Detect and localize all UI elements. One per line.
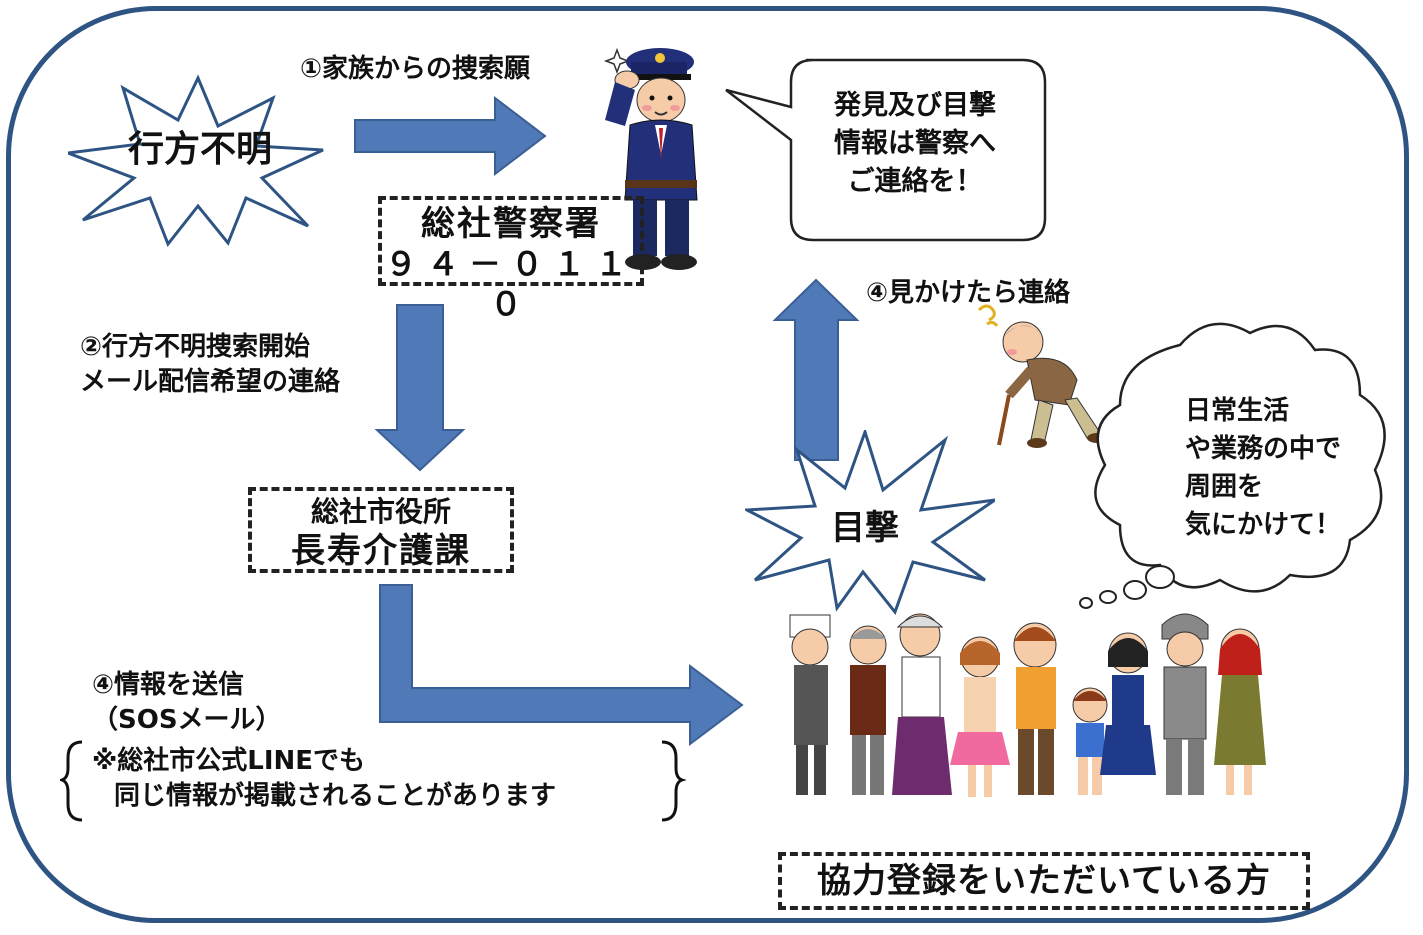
police-speech-bubble-shape: [725, 58, 1047, 242]
speech-line-3: ご連絡を！: [847, 166, 983, 197]
thought-cloud-shape: [1079, 322, 1386, 609]
arrow-city-to-cooperators: [379, 584, 744, 746]
missing-burst-label: 行方不明: [127, 129, 272, 170]
police-station-box: 総社警察署 ９４－０１１０: [378, 196, 644, 323]
speech-line-1: 発見及び目撃: [834, 90, 996, 121]
cloud-line-3: 周囲を: [1185, 472, 1264, 502]
step1-search-request-label: ①家族からの捜索願: [300, 54, 531, 84]
cloud-line-2: や業務の中で: [1185, 434, 1342, 464]
step2-line-2: メール配信希望の連絡: [80, 367, 341, 397]
wandering-elderly-person-icon: [977, 304, 1107, 448]
rounded-frame: [6, 6, 1409, 923]
step4-report-sighting-label: ④見かけたら連絡: [866, 278, 1071, 308]
arrow-missing-to-police: [354, 95, 547, 177]
arrow-police-to-city: [374, 304, 466, 472]
cloud-line-4: 気にかけて！: [1185, 510, 1342, 540]
city-office-box: 総社市役所 長寿介護課: [248, 487, 514, 573]
send-line-1: ④情報を送信: [92, 670, 245, 700]
speech-line-2: 情報は警察へ: [834, 128, 996, 159]
person-chef: [789, 614, 831, 795]
step2-search-start-label: ②行方不明捜索開始 メール配信希望の連絡: [80, 330, 340, 400]
line-note-text: ※総社市公式LINEでも 同じ情報が掲載されることがあります: [92, 744, 556, 814]
step4-send-info-label: ④情報を送信 （SOSメール）: [92, 668, 282, 738]
city-office-name: 総社市役所: [310, 495, 451, 528]
registered-cooperators-group-icon: [789, 613, 1266, 797]
arrow-sighting-to-police: [772, 278, 860, 461]
sighting-burst-label: 目撃: [831, 508, 899, 548]
registered-cooperators-label: 協力登録をいただいている方: [778, 852, 1310, 910]
police-station-name: 総社警察署: [421, 204, 601, 244]
step2-line-1: ②行方不明捜索開始: [80, 332, 311, 362]
sighting-starburst-shape: [745, 430, 995, 615]
city-office-dept: 長寿介護課: [291, 531, 471, 571]
thought-cloud-text: 日常生活 や業務の中で 周囲を 気にかけて！: [1185, 392, 1341, 544]
police-station-phone: ９４－０１１０: [384, 245, 637, 323]
line-note-line-1: ※総社市公式LINEでも: [92, 746, 366, 776]
send-line-2: （SOSメール）: [92, 705, 282, 735]
police-speech-text: 発見及び目撃 情報は警察へ ご連絡を！: [795, 87, 1035, 201]
line-note-line-2: 同じ情報が掲載されることがあります: [114, 781, 557, 811]
line-note-brackets: [60, 740, 687, 822]
missing-starburst-shape: [68, 74, 324, 247]
police-officer-saluting-icon: [603, 47, 698, 270]
cloud-line-1: 日常生活: [1185, 396, 1290, 426]
